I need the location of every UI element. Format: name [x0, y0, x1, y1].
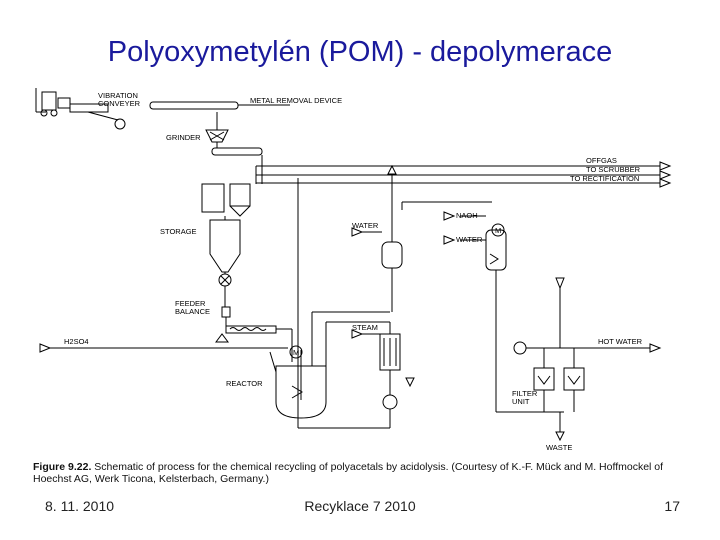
steam-pump-icon	[382, 394, 398, 410]
label-filter-1: FILTER	[512, 389, 538, 398]
footer-course: Recyklace 7 2010	[304, 498, 416, 514]
transfer-belt	[211, 147, 263, 156]
storage-silo	[209, 219, 241, 273]
scrubber-motor-icon	[491, 223, 505, 237]
hot-water-pump-icon	[513, 341, 527, 355]
process-schematic: VIBRATION CONVEYER METAL REMOVAL DEVICE …	[35, 88, 672, 452]
figure-caption-text: Schematic of process for the chemical re…	[33, 461, 664, 485]
label-vibration-conveyer-2: CONVEYER	[98, 99, 141, 108]
forklift-icon	[35, 88, 71, 117]
label-offgas-1: OFFGAS	[586, 156, 617, 165]
slide-title: Polyoxymetylén (POM) - depolymerace	[107, 36, 613, 68]
filter-box	[201, 183, 225, 213]
label-waste: WASTE	[546, 443, 572, 452]
reactor-motor-icon	[289, 345, 303, 359]
label-metal-removal: METAL REMOVAL DEVICE	[250, 96, 342, 105]
reactor-vessel	[275, 365, 327, 419]
filter-unit-left	[533, 367, 555, 391]
label-reactor: REACTOR	[226, 379, 263, 388]
figure-caption: Figure 9.22. Schematic of process for th…	[33, 461, 688, 485]
label-h2so4: H2SO4	[64, 337, 89, 346]
footer-date: 8. 11. 2010	[45, 498, 115, 514]
label-offgas-2: TO SCRUBBER	[586, 165, 641, 174]
label-scrubber-motor: M	[495, 226, 501, 235]
figure-label: Figure 9.22.	[33, 461, 92, 473]
footer-page-number: 17	[664, 498, 680, 514]
feeder-balance	[221, 306, 231, 318]
grinder-shape	[205, 129, 229, 143]
label-hot-water: HOT WATER	[598, 337, 643, 346]
label-reactor-motor: M	[293, 348, 299, 357]
condenser-vessel	[381, 241, 403, 269]
filter-unit-right	[563, 367, 585, 391]
metal-removal-belt	[149, 101, 239, 110]
label-steam: STEAM	[352, 323, 378, 332]
label-storage: STORAGE	[160, 227, 197, 236]
label-feeder-2: BALANCE	[175, 307, 210, 316]
label-water-2: WATER	[456, 235, 483, 244]
label-grinder: GRINDER	[166, 133, 201, 142]
label-filter-2: UNIT	[512, 397, 530, 406]
cyclone	[229, 183, 251, 207]
label-feeder-1: FEEDER	[175, 299, 206, 308]
label-to-rectification: TO RECTIFICATION	[570, 174, 639, 183]
label-vibration-conveyer-1: VIBRATION	[98, 91, 138, 100]
label-naoh: NAOH	[456, 211, 478, 220]
label-water-1: WATER	[352, 221, 379, 230]
gauge-icon	[114, 118, 126, 130]
